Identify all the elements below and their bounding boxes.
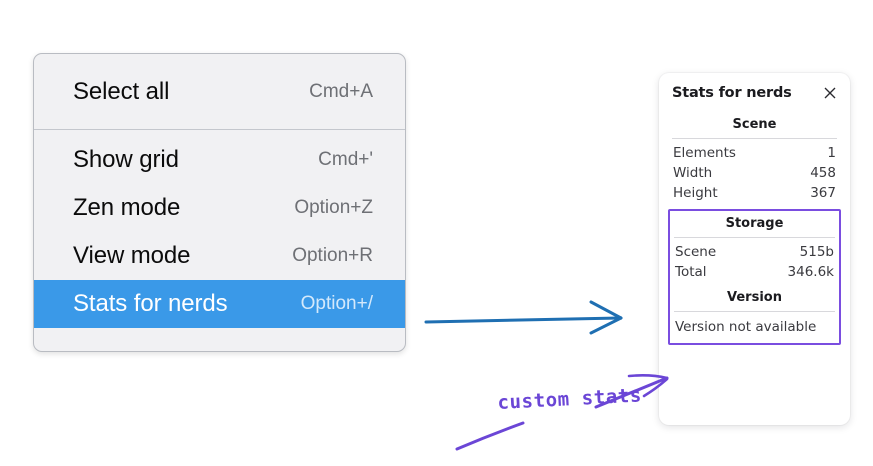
- menu-item-show-grid[interactable]: Show grid Cmd+': [34, 136, 405, 184]
- section-heading-storage: Storage: [725, 216, 784, 231]
- stat-key: Width: [673, 165, 713, 181]
- menu-item-label: View mode: [73, 242, 191, 269]
- menu-item-shortcut: Cmd+A: [309, 81, 373, 102]
- divider: [672, 138, 837, 139]
- version-text: Version not available: [675, 319, 817, 335]
- menu-item-select-all[interactable]: Select all Cmd+A: [34, 68, 405, 116]
- panel-title: Stats for nerds: [672, 85, 792, 101]
- stat-key: Total: [675, 264, 707, 280]
- purple-underline-stroke: [455, 421, 525, 451]
- section-heading-scene: Scene: [732, 117, 777, 132]
- stat-value: 367: [810, 185, 836, 201]
- stat-value: 1: [827, 145, 836, 161]
- stat-key: Scene: [675, 244, 717, 260]
- menu-group-2: Show grid Cmd+' Zen mode Option+Z View m…: [34, 130, 405, 335]
- menu-item-label: Select all: [73, 78, 170, 105]
- stat-value: 515b: [799, 244, 834, 260]
- purple-arrow: [594, 374, 669, 409]
- stat-row-elements: Elements 1: [668, 143, 841, 163]
- divider: [674, 311, 835, 312]
- menu-item-label: Stats for nerds: [73, 290, 228, 317]
- divider: [674, 237, 835, 238]
- stat-row-height: Height 367: [668, 183, 841, 203]
- stat-row-width: Width 458: [668, 163, 841, 183]
- menu-item-shortcut: Option+Z: [294, 197, 373, 218]
- menu-item-label: Show grid: [73, 146, 179, 173]
- custom-stats-highlight-box: Storage Scene 515b Total 346.6k Version …: [668, 209, 841, 345]
- blue-arrow: [424, 300, 623, 335]
- menu-item-shortcut: Cmd+': [318, 149, 373, 170]
- menu-item-view-mode[interactable]: View mode Option+R: [34, 232, 405, 280]
- stats-for-nerds-panel: Stats for nerds Scene Elements 1 Width 4…: [659, 73, 850, 425]
- menu-group-1: Select all Cmd+A: [34, 54, 405, 129]
- stat-row-storage-total: Total 346.6k: [670, 262, 839, 282]
- custom-stats-annotation-label: custom stats: [497, 384, 643, 414]
- menu-item-label: Zen mode: [73, 194, 181, 221]
- section-heading-version: Version: [727, 290, 782, 305]
- stat-key: Height: [673, 185, 718, 201]
- menu-item-shortcut: Option+/: [300, 293, 373, 314]
- stat-key: Elements: [673, 145, 736, 161]
- panel-header: Stats for nerds: [668, 85, 841, 101]
- menu-separator: [34, 129, 405, 130]
- stat-row-storage-scene: Scene 515b: [670, 242, 839, 262]
- menu-item-zen-mode[interactable]: Zen mode Option+Z: [34, 184, 405, 232]
- close-icon[interactable]: [822, 85, 838, 101]
- stat-value: 458: [810, 165, 836, 181]
- menu-item-stats-for-nerds[interactable]: Stats for nerds Option+/: [34, 280, 405, 328]
- context-menu[interactable]: Select all Cmd+A Show grid Cmd+' Zen mod…: [33, 53, 406, 352]
- stat-value: 346.6k: [787, 264, 834, 280]
- menu-item-shortcut: Option+R: [292, 245, 373, 266]
